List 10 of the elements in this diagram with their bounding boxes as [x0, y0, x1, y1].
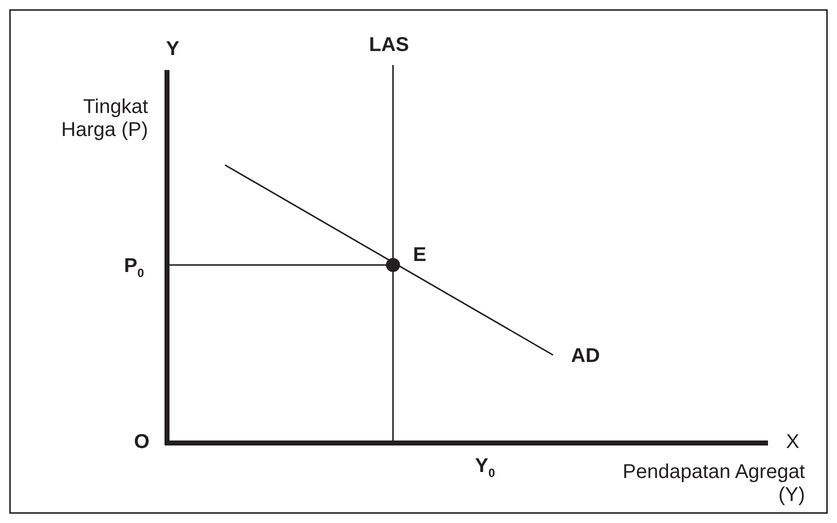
- curve-label: AD: [571, 345, 600, 368]
- axis-title: Pendapatan Agregat (Y): [622, 461, 805, 507]
- axis-value-label: Y$_{0}$: [475, 455, 496, 481]
- axis-title: Tingkat Harga (P): [60, 96, 148, 142]
- axis-label: Y: [166, 38, 180, 61]
- axis-value-label: P$_{0}$: [124, 255, 144, 281]
- axis-label: X: [786, 431, 800, 454]
- point-label: E: [413, 244, 426, 267]
- curve-label: LAS: [369, 34, 409, 57]
- origin-label: O: [134, 431, 150, 454]
